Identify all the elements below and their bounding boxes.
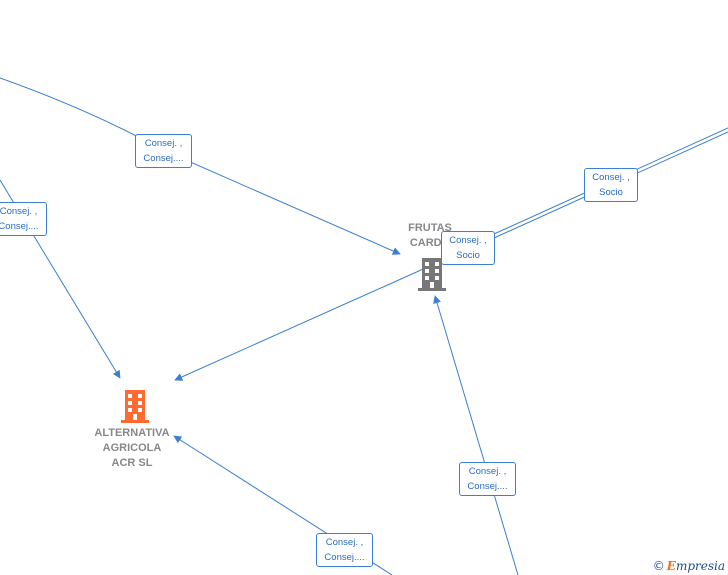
edge-label[interactable]: Consej. , Socio	[584, 168, 638, 202]
edge-to-frutas-from-topleft	[0, 77, 401, 255]
building-icon-orange[interactable]	[118, 388, 152, 424]
node-frutas-label[interactable]: FRUTAS CARDO	[395, 221, 465, 251]
brand-name: mpresia	[675, 559, 725, 573]
edge-label-line1: Consej. ,	[0, 206, 38, 217]
edge-bottom-to-frutas	[433, 295, 519, 575]
node-alternativa-label-line2: AGRICOLA	[102, 442, 162, 454]
edge-label[interactable]: Consej. , Consej....	[459, 462, 516, 496]
edge-label[interactable]: Consej. , Consej....	[316, 533, 373, 567]
edge-label[interactable]: Consej. , Socio	[441, 231, 495, 265]
edge-label-line2: Consej....	[467, 481, 508, 492]
edge-label-line2: Socio	[456, 250, 480, 261]
node-alternativa-label-line1: ALTERNATIVA	[94, 427, 170, 439]
edge-label-line1: Consej. ,	[144, 138, 183, 149]
node-alternativa-label-line3: ACR SL	[111, 457, 153, 469]
node-frutas-label-line1: FRUTAS	[408, 222, 452, 234]
edge-label-line1: Consej. ,	[449, 235, 487, 246]
node-frutas-label-line2: CARDO	[409, 237, 451, 249]
edge-label-line1: Consej. ,	[592, 172, 630, 183]
edge-label[interactable]: Consej. , Consej....	[135, 134, 192, 168]
edge-label-line1: Consej. ,	[468, 466, 507, 477]
edge-label-line2: Consej....	[324, 552, 365, 563]
building-icon-gray[interactable]	[416, 256, 448, 292]
edge-label-line2: Consej....	[0, 221, 39, 232]
brand-initial: E	[666, 559, 676, 573]
edge-label-line1: Consej. ,	[325, 537, 364, 548]
copyright-symbol: ©	[652, 559, 665, 573]
edge-label[interactable]: Consej. , Consej....	[0, 202, 47, 236]
edge-label-line2: Socio	[599, 187, 623, 198]
brand-logo: ©Empresia	[653, 559, 725, 573]
node-alternativa-label[interactable]: ALTERNATIVA AGRICOLA ACR SL	[82, 426, 182, 471]
edge-frutas-to-alternativa	[174, 265, 431, 381]
edge-label-line2: Consej....	[143, 153, 184, 164]
